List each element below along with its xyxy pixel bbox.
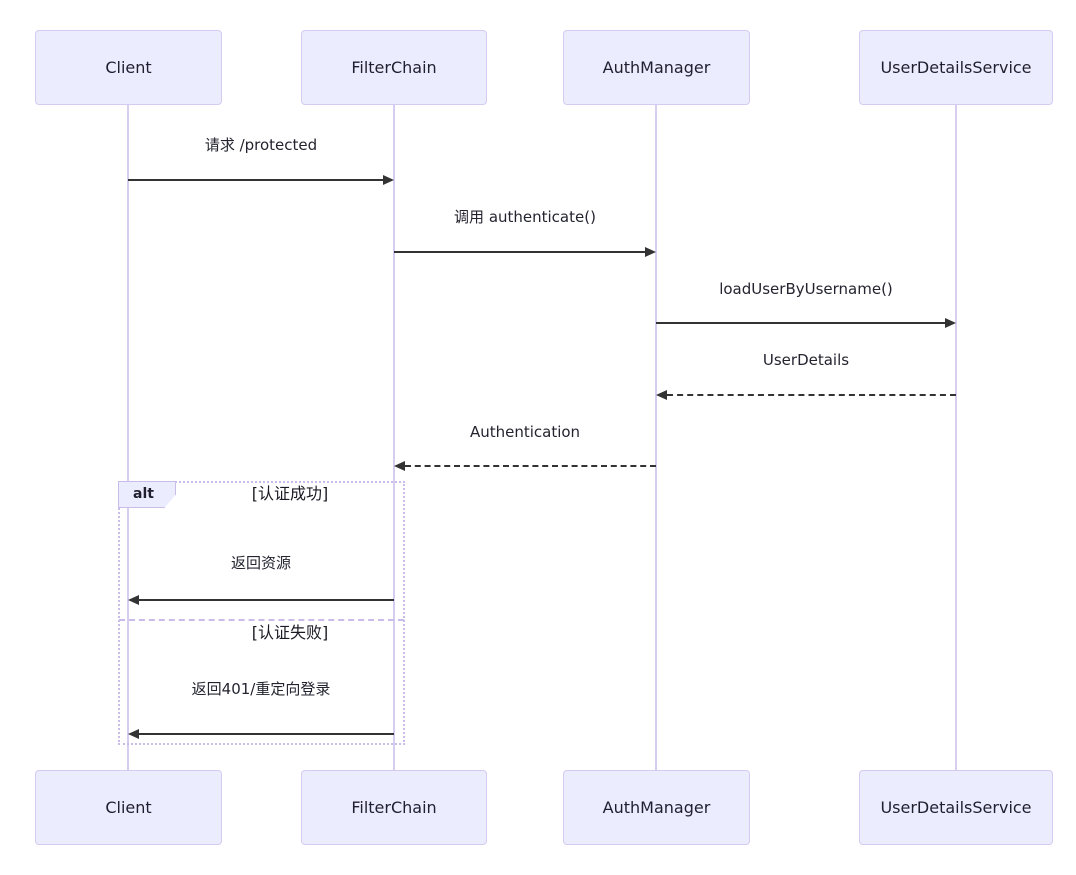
alt-fragment-frame bbox=[118, 481, 405, 745]
actor-bottom-authmanager: AuthManager bbox=[563, 770, 750, 845]
message-label-request-protected: 请求 /protected bbox=[204, 136, 318, 154]
actor-top-userdetailsservice: UserDetailsService bbox=[859, 30, 1053, 105]
message-line bbox=[394, 251, 645, 253]
message-line bbox=[656, 322, 945, 324]
actor-top-authmanager: AuthManager bbox=[563, 30, 750, 105]
message-line bbox=[139, 733, 394, 735]
actor-label: Client bbox=[105, 58, 152, 77]
message-label-loaduserbyusername: loadUserByUsername() bbox=[719, 280, 893, 298]
lifeline-userdetailsservice bbox=[955, 105, 957, 770]
actor-label: AuthManager bbox=[602, 798, 711, 817]
message-line-dashed bbox=[405, 465, 656, 467]
message-line bbox=[128, 179, 383, 181]
actor-label: FilterChain bbox=[351, 798, 437, 817]
arrowhead-left-icon bbox=[128, 729, 139, 739]
message-line bbox=[139, 599, 394, 601]
actor-bottom-filterchain: FilterChain bbox=[301, 770, 487, 845]
actor-bottom-client: Client bbox=[35, 770, 222, 845]
actor-label: AuthManager bbox=[602, 58, 711, 77]
arrowhead-right-icon bbox=[383, 175, 394, 185]
message-label-return-401: 返回401/重定向登录 bbox=[191, 680, 331, 698]
message-label-userdetails: UserDetails bbox=[762, 351, 850, 369]
lifeline-filterchain bbox=[393, 105, 395, 770]
message-line-dashed bbox=[667, 394, 956, 396]
arrowhead-right-icon bbox=[945, 318, 956, 328]
message-label-call-authenticate: 调用 authenticate() bbox=[454, 208, 596, 226]
arrowhead-left-icon bbox=[656, 390, 667, 400]
actor-label: FilterChain bbox=[351, 58, 437, 77]
alt-fragment-divider bbox=[119, 619, 404, 621]
actor-label: UserDetailsService bbox=[880, 58, 1032, 77]
arrowhead-left-icon bbox=[394, 461, 405, 471]
actor-top-filterchain: FilterChain bbox=[301, 30, 487, 105]
alt-guard-success: [认证成功] bbox=[251, 484, 329, 503]
lifeline-client bbox=[127, 105, 129, 770]
actor-bottom-userdetailsservice: UserDetailsService bbox=[859, 770, 1053, 845]
lifeline-authmanager bbox=[655, 105, 657, 770]
actor-top-client: Client bbox=[35, 30, 222, 105]
arrowhead-right-icon bbox=[645, 247, 656, 257]
alt-fragment-label: alt bbox=[118, 481, 176, 508]
message-label-return-resource: 返回资源 bbox=[230, 554, 291, 572]
actor-label: UserDetailsService bbox=[880, 798, 1032, 817]
message-label-authentication: Authentication bbox=[469, 423, 581, 441]
alt-guard-failure: [认证失败] bbox=[251, 623, 329, 642]
actor-label: Client bbox=[105, 798, 152, 817]
arrowhead-left-icon bbox=[128, 595, 139, 605]
